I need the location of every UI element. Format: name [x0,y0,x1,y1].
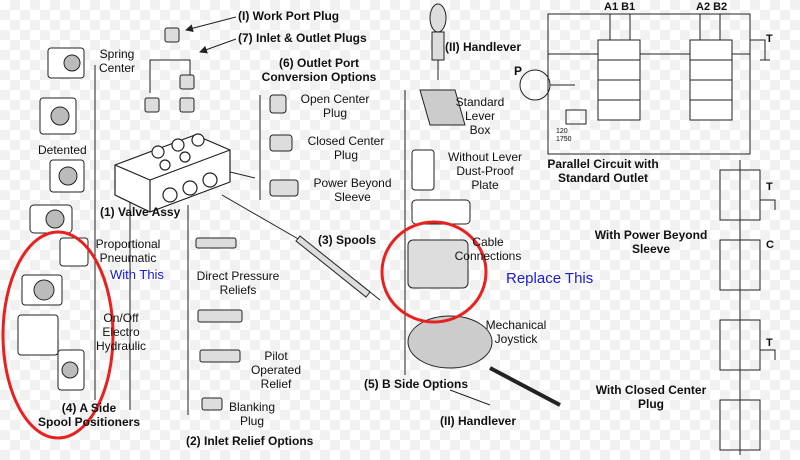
spool-rod-icon [295,235,371,298]
schematic-a1b1-label: A1 B1 [604,1,636,13]
hydraulic-schematic [519,13,776,455]
outlet-port-icons [269,94,299,197]
leader-work-port [185,16,237,33]
valve-assembly-icon [114,133,231,213]
inlet-plug-icons [144,27,195,113]
with-this-annotation: With This [110,267,164,282]
schematic-c-label: C [766,239,774,251]
replace-this-highlight [380,220,488,324]
leader-inlet-outlet [199,38,237,54]
spools-label: (3) Spools [318,233,377,247]
replace-this-annotation: Replace This [506,270,594,287]
handlever-top-label: (II) Handlever [445,40,522,54]
schematic-t3-label: T [766,337,773,349]
inlet-outlet-plugs-label: (7) Inlet & Outlet Plugs [238,31,367,45]
schematic-t2-label: T [766,181,773,193]
with-this-highlight [1,230,115,440]
schematic-t1-label: T [766,33,773,45]
handlever-bottom-label: (II) Handlever [440,414,517,428]
spring-center-icons [17,47,89,391]
valve-assy-label: (1) Valve Assy [100,205,181,219]
schematic-p-label: P [514,64,523,78]
work-port-plug-label: (I) Work Port Plug [238,9,340,23]
inlet-relief-options-label: (2) Inlet Relief Options [186,434,314,448]
detented-label: Detented [38,143,87,157]
b-side-options-label: (5) B Side Options [364,377,469,391]
schematic-a2b2-label: A2 B2 [696,1,728,13]
relief-icons [195,237,243,411]
b-side-icons [407,3,561,407]
